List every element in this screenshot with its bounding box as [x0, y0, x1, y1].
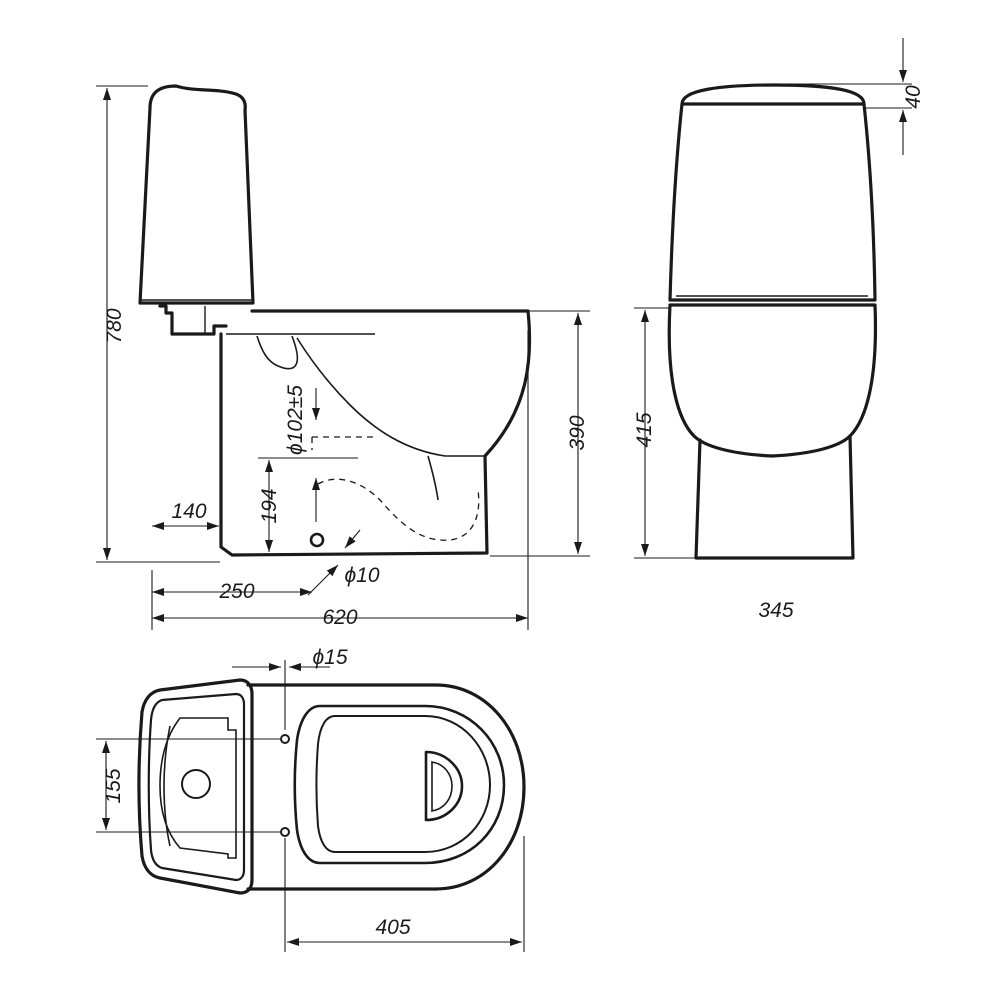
top-d-opening	[424, 750, 464, 822]
dim-250: 250	[218, 580, 254, 603]
front-lid	[680, 83, 866, 106]
dim-140: 140	[171, 500, 206, 523]
side-trap-curve	[256, 335, 299, 370]
dim-345: 345	[758, 599, 793, 622]
top-fixing-hole-lower	[280, 827, 290, 837]
dim-620: 620	[322, 606, 357, 629]
front-cistern	[668, 102, 877, 302]
top-flush-valve	[181, 769, 211, 799]
dim-780: 780	[103, 308, 126, 343]
dim-405: 405	[375, 916, 410, 939]
dim-phi15: ϕ15	[312, 646, 347, 669]
side-bowl	[219, 309, 532, 557]
top-fixing-hole-upper	[280, 734, 290, 744]
front-bowl	[667, 303, 878, 458]
dim-155: 155	[102, 768, 125, 803]
side-cistern	[138, 84, 255, 305]
dim-40: 40	[902, 85, 925, 109]
dim-194: 194	[258, 488, 281, 523]
top-bowl-outline	[246, 683, 526, 891]
dim-415: 415	[633, 412, 656, 447]
side-view: 780 140 250 620 194 ϕ102±5 ϕ10 390	[96, 84, 590, 630]
top-view: ϕ15 155 405	[96, 646, 526, 952]
side-fixing-hole	[309, 532, 325, 548]
side-outlet-dashed	[311, 436, 480, 541]
dim-390: 390	[566, 415, 589, 450]
dim-phi10: ϕ10	[344, 564, 379, 587]
top-seat-inner	[315, 715, 492, 853]
dim-phi102: ϕ102±5	[284, 385, 307, 455]
front-view: 40 415 345	[633, 38, 925, 622]
side-flush-connector	[158, 304, 228, 336]
top-seat-outer	[293, 704, 506, 865]
top-cistern-outer	[137, 678, 254, 895]
front-pedestal	[694, 434, 855, 560]
